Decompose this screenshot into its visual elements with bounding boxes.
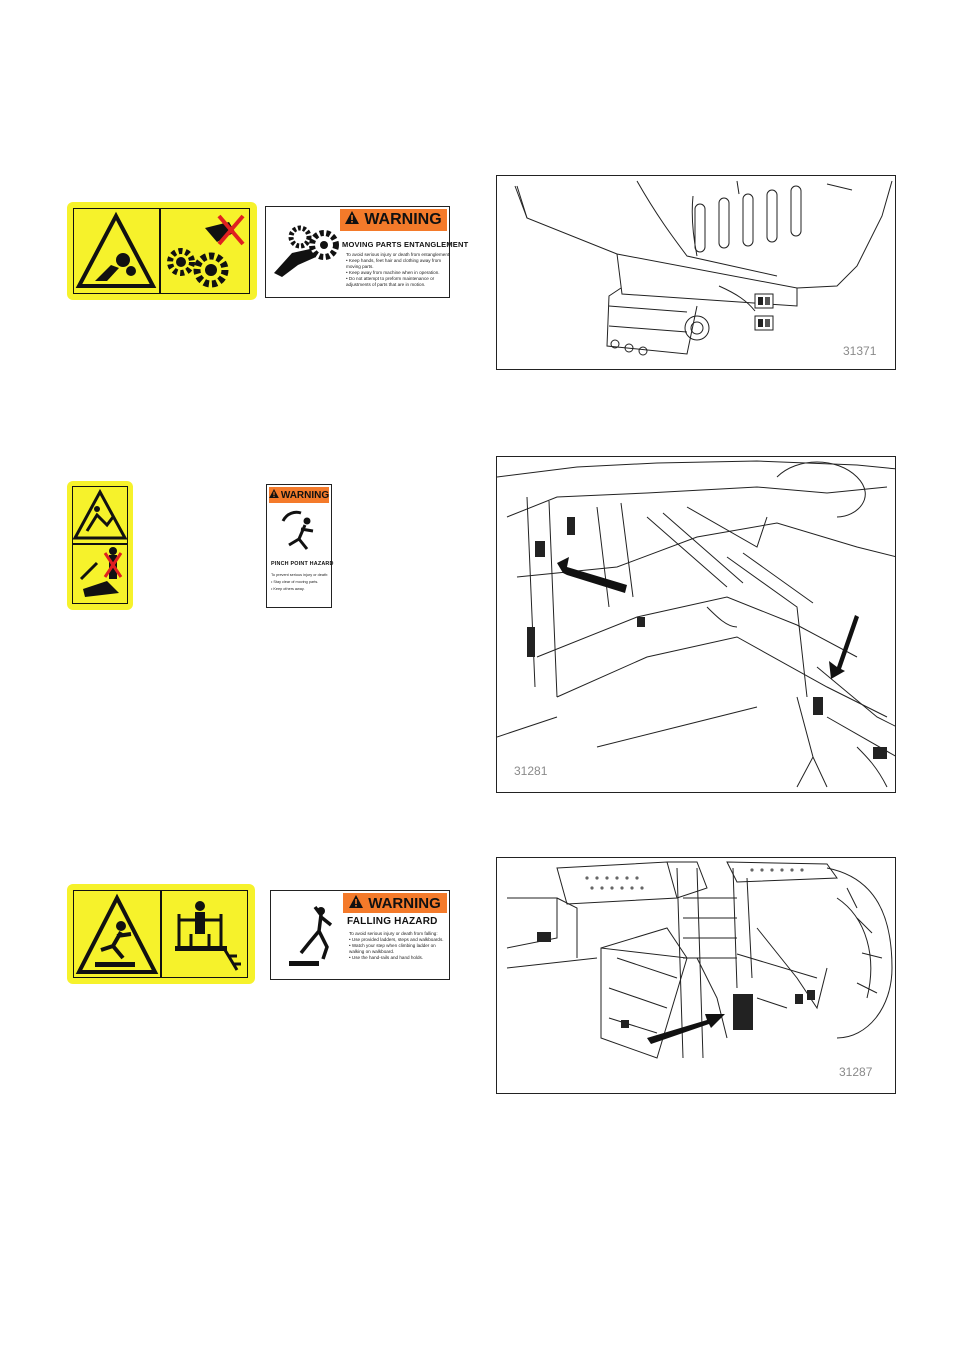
warning-text: To avoid serious injury or death from fa… — [349, 931, 444, 960]
figure-number: 31281 — [514, 764, 548, 778]
warning-subtitle: FALLING HAZARD — [347, 916, 438, 927]
entanglement-pictorial-decal — [67, 202, 257, 300]
decal-location-figure-1: 31371 — [496, 175, 896, 370]
decal-location-figure-3: 31287 — [496, 857, 896, 1094]
alert-triangle-icon — [349, 894, 364, 912]
figure-number: 31287 — [839, 1065, 873, 1079]
pinch-point-icon — [72, 488, 128, 597]
falling-hazard-warning-decal: WARNING FALLING HAZARD To avoid serious … — [270, 890, 450, 980]
decal-location-figure-2: 31281 — [496, 456, 896, 793]
pinch-point-warning-decal: WARNING PINCH POINT HAZARD To prevent se… — [266, 484, 334, 608]
machine-hood-illustration — [514, 180, 893, 356]
entanglement-icon — [75, 211, 245, 288]
falling-hazard-pictorial-decal — [67, 884, 255, 984]
falling-person-pinch-icon — [281, 510, 314, 550]
warning-subtitle: PINCH POINT HAZARD — [271, 561, 334, 567]
alert-triangle-icon — [268, 489, 279, 501]
machine-frame-illustration — [497, 460, 895, 788]
walkboard-step-illustration — [506, 861, 893, 1059]
alert-triangle-icon — [345, 211, 360, 229]
warning-subtitle: MOVING PARTS ENTANGLEMENT — [342, 240, 469, 249]
hand-gear-icon — [274, 225, 339, 277]
falling-worker-icon — [289, 905, 333, 966]
figure-number: 31371 — [843, 344, 877, 358]
moving-parts-warning-decal: WARNING MOVING PARTS ENTANGLEMENT To avo… — [265, 206, 468, 298]
warning-header: WARNING — [340, 209, 447, 231]
warning-text: To prevent serious injury or death: • St… — [271, 573, 329, 591]
falling-person-icon — [75, 893, 241, 974]
warning-header: WARNING — [268, 487, 329, 503]
warning-header: WARNING — [343, 893, 447, 913]
pinch-point-pictorial-decal — [67, 481, 133, 610]
warning-text: To avoid serious injury or death from en… — [346, 252, 451, 287]
